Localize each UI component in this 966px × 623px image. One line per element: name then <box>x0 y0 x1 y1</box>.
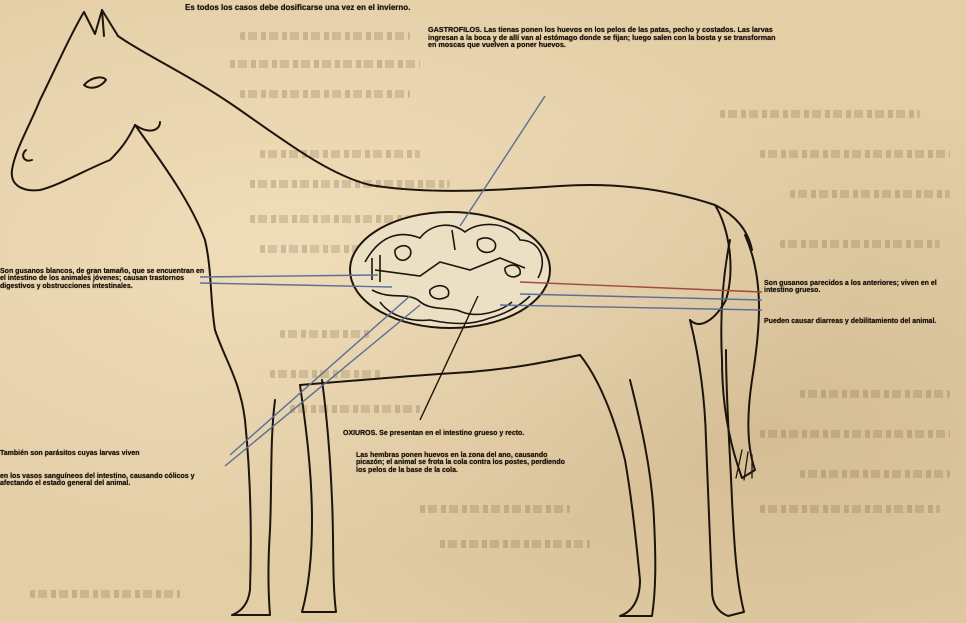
horse-front-leg-right <box>300 380 336 612</box>
left-worm-text: Son gusanos blancos, de gran tamaño, que… <box>0 268 205 290</box>
horse-throat <box>135 125 215 330</box>
horse-nostril <box>23 150 32 161</box>
horse-hind-leg-right <box>690 320 744 616</box>
larva-title-text: También son parásitos cuyas larvas viven <box>0 450 205 457</box>
horse-face <box>12 12 135 190</box>
intestine-diagram <box>350 212 550 328</box>
pointer-larva-2 <box>225 305 420 466</box>
horse-front-leg-left <box>215 330 275 615</box>
top-caption: Es todos los casos debe dosificarse una … <box>185 4 485 12</box>
oxiuros-title-text: OXIUROS. Se presentan en el intestino gr… <box>343 430 563 437</box>
horse-eye <box>84 77 106 87</box>
larva-body-text: en los vasos sanguíneos del intestino, c… <box>0 473 210 488</box>
oxiuros-body-text: Las hembras ponen huevos en la zona del … <box>356 452 566 474</box>
horse-hind-leg-left <box>580 355 655 616</box>
right-worm-text-2: Pueden causar diarreas y debilitamiento … <box>764 318 964 325</box>
gastrofilos-text: GASTROFILOS. Las tienas ponen los huevos… <box>428 26 780 49</box>
pointer-gastro <box>460 96 545 226</box>
pointer-right-2 <box>520 294 762 300</box>
right-worm-text: Son gusanos parecidos a los anteriores; … <box>764 280 964 295</box>
pointer-right-1 <box>520 282 762 292</box>
horse-rump <box>690 205 730 324</box>
